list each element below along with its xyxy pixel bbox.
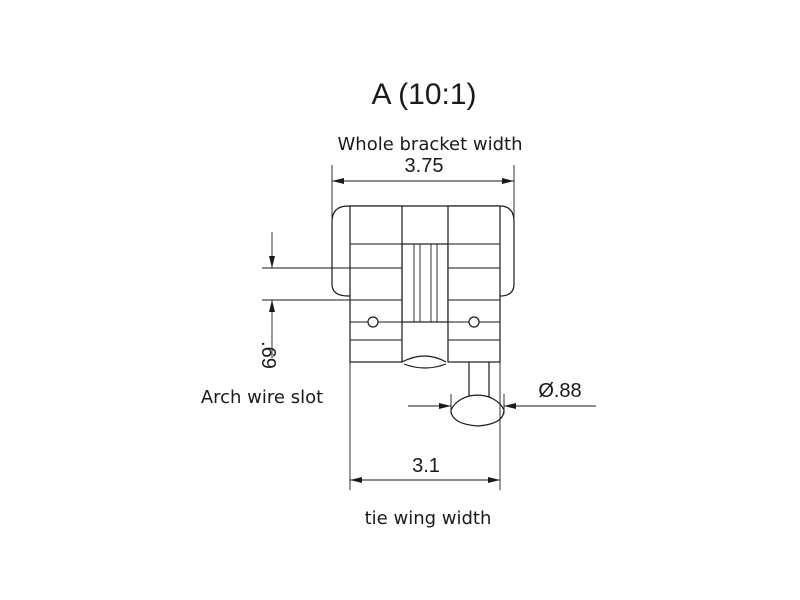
arch-wire-slot-label: Arch wire slot (201, 387, 323, 408)
tie-wing-width-label: tie wing width (365, 508, 492, 529)
hook-neck (468, 359, 490, 399)
whole-bracket-width-value: 3.75 (405, 155, 444, 177)
right-pin-hole (468, 316, 480, 328)
left-tie-wing (349, 205, 403, 363)
slot-height-dimension (262, 232, 350, 358)
slot-height-value: .69 (257, 341, 279, 369)
left-pin-hole (367, 316, 379, 328)
slot-center-block (401, 243, 449, 323)
bracket-body (331, 205, 515, 427)
hook-diameter-value: Ø.88 (538, 380, 581, 402)
right-tie-wing (447, 205, 501, 363)
tie-wing-width-value: 3.1 (412, 455, 440, 477)
hook-ball (450, 394, 505, 427)
whole-bracket-width-label: Whole bracket width (337, 134, 522, 155)
hook-diameter-dimension (408, 394, 596, 414)
view-title: A (10:1) (371, 78, 476, 111)
tie-wing-width-dimension (349, 362, 501, 490)
